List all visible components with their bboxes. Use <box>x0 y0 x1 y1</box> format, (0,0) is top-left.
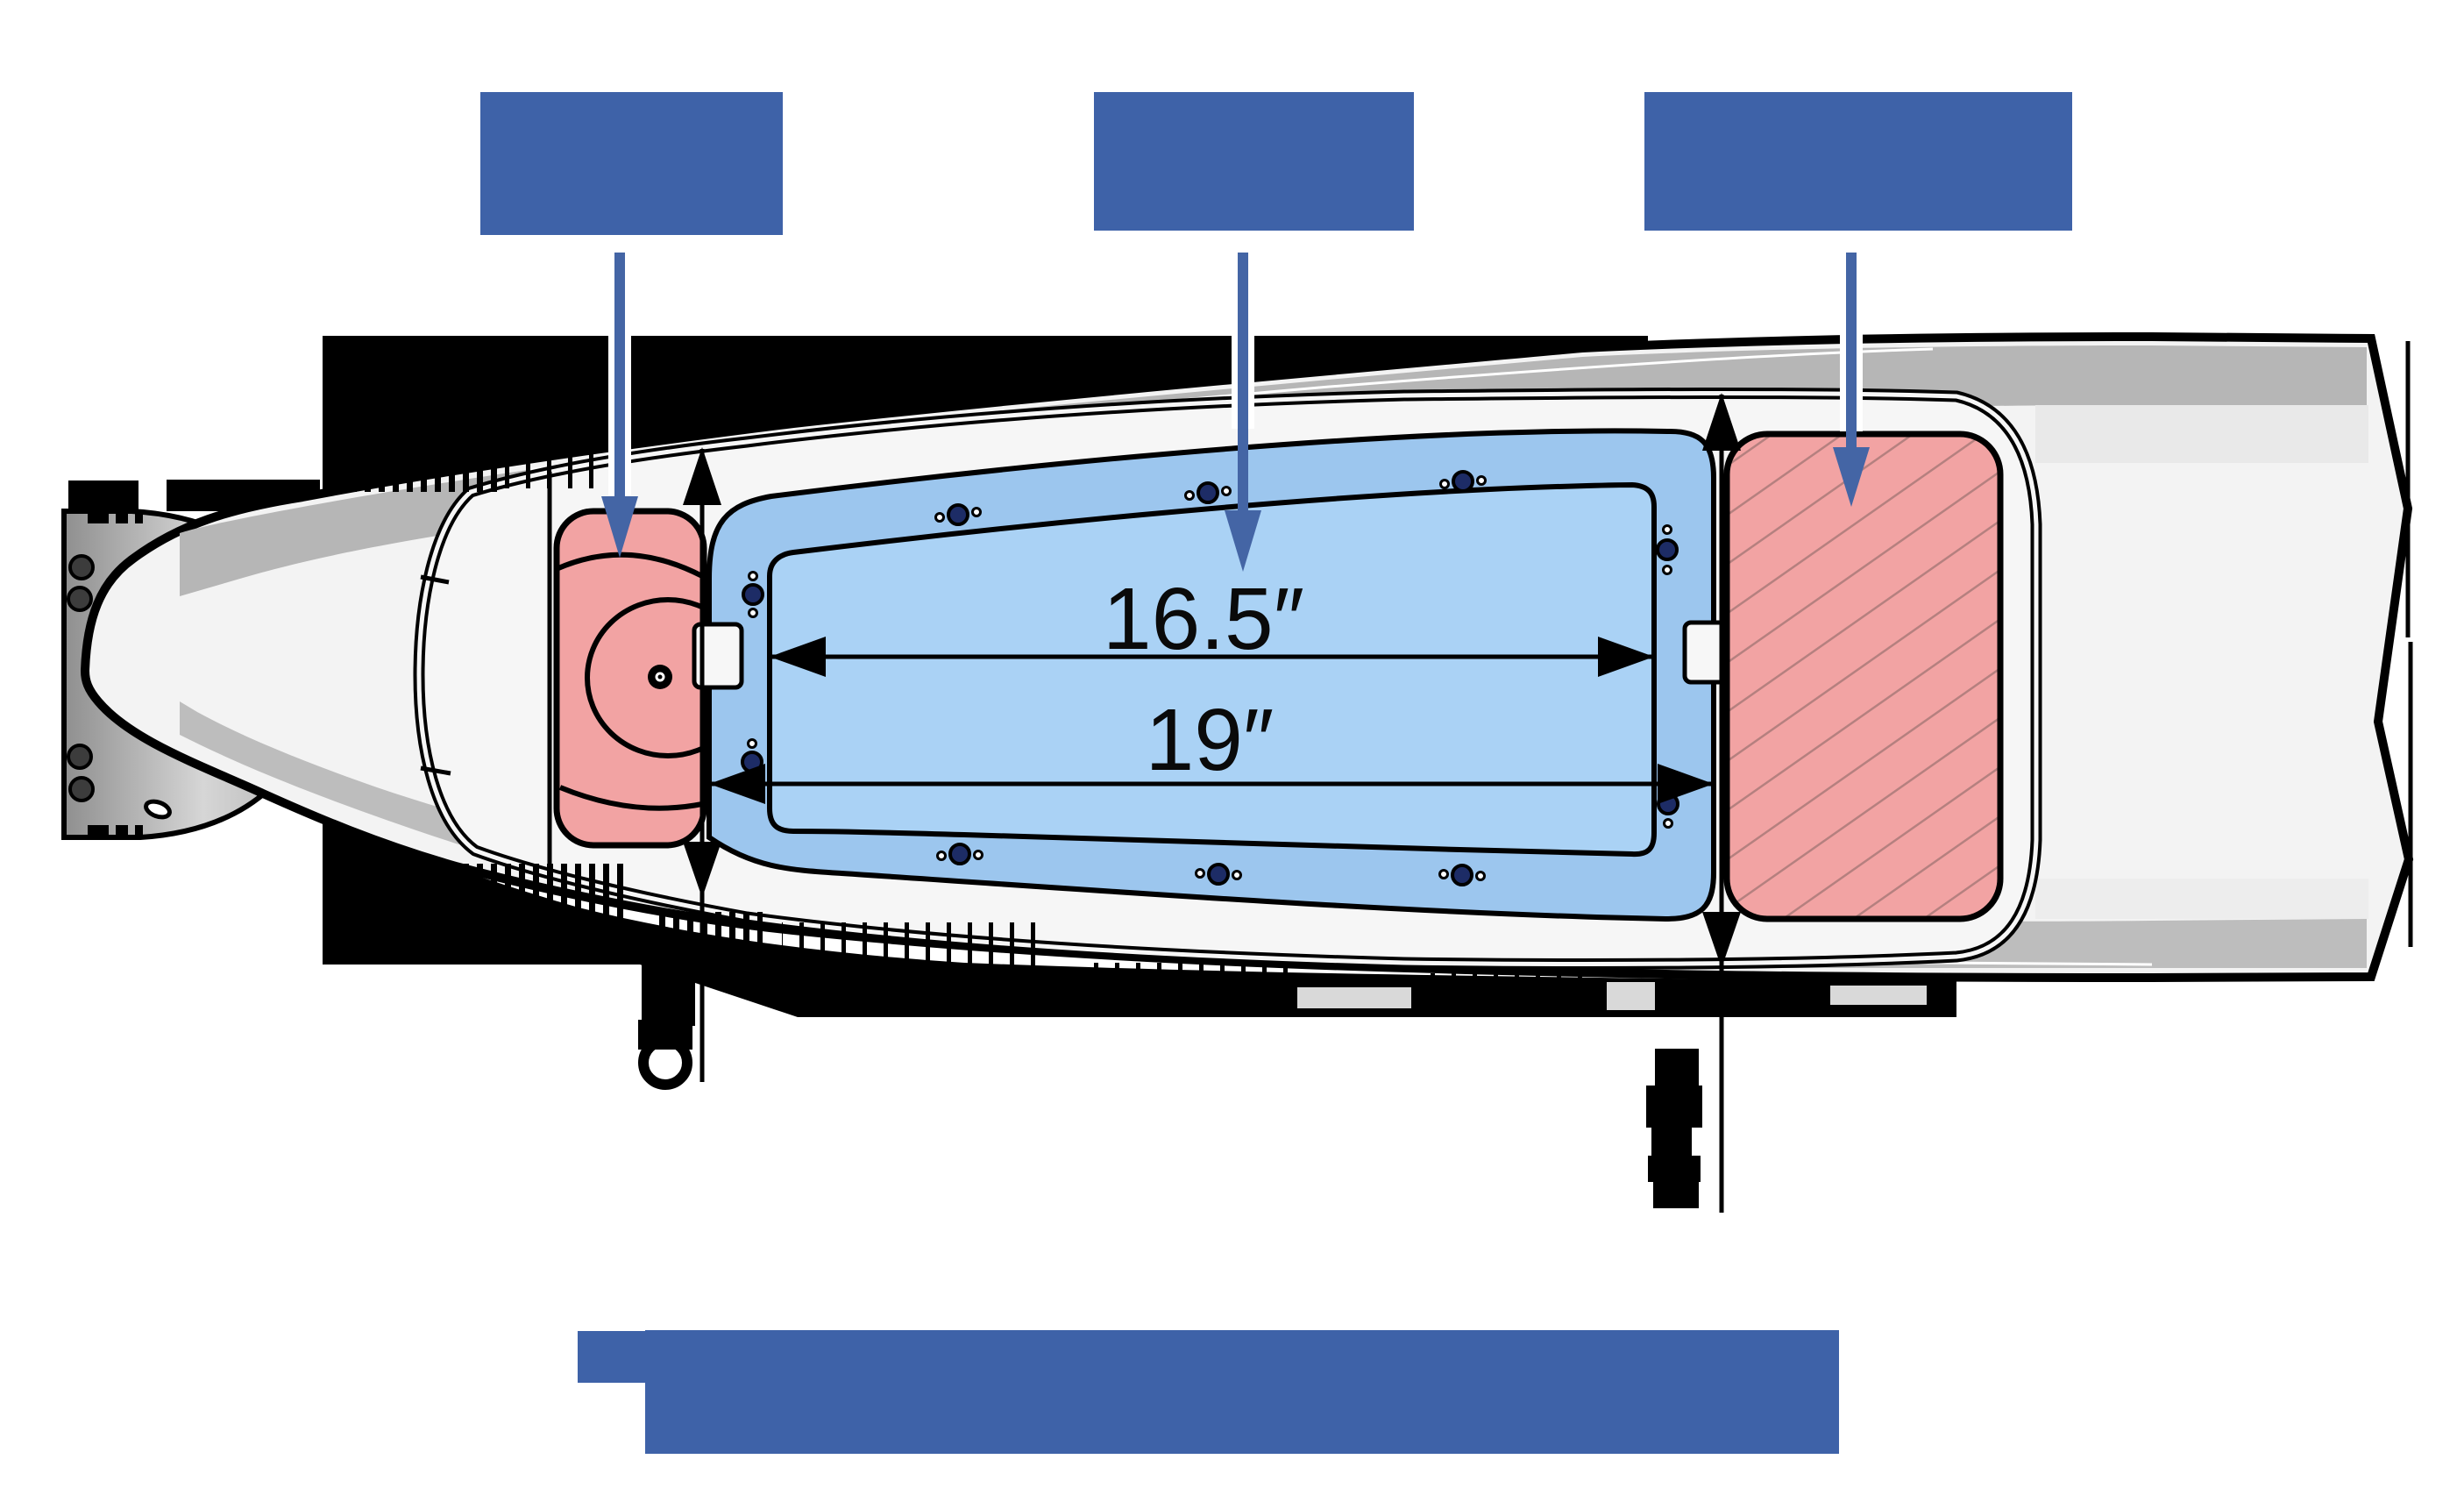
stripe-fringes <box>355 434 1927 1014</box>
callout-arrows <box>601 250 1870 572</box>
title-bar <box>578 1330 1839 1454</box>
hatch-opening <box>767 481 1657 858</box>
dimension-text-blob <box>1646 1049 1702 1208</box>
dimension-16-5-label: 16.5″ <box>1103 570 1304 668</box>
dimension-19-label: 19″ <box>1146 691 1275 789</box>
vertical-dimension-left <box>638 447 721 1090</box>
callout-box-3 <box>1644 92 2072 231</box>
arrowhead-right-icon <box>1598 637 1654 677</box>
arrowhead-down-icon <box>683 842 721 898</box>
break-line <box>2405 341 2413 947</box>
vertical-dimension-right <box>1646 393 1741 1213</box>
arrowhead-right-icon <box>1658 764 1714 804</box>
arrowhead-left-icon <box>770 637 826 677</box>
dimension-ring-glyph <box>638 1036 692 1090</box>
arrowhead-up-icon <box>1702 393 1741 451</box>
stern-hatch-area <box>1723 431 2004 922</box>
deck-light-step-bottom <box>2035 879 2368 919</box>
main-hatch-area <box>692 428 1729 922</box>
latch-notch-left <box>692 622 744 690</box>
arrowhead-left-icon <box>709 764 765 804</box>
dimension-16-5: 16.5″ <box>770 570 1654 677</box>
pad-oval-contour <box>585 597 704 758</box>
arrowhead-up-icon <box>683 447 721 505</box>
callout-boxes <box>480 92 2072 235</box>
callout-box-1 <box>480 92 783 235</box>
callout-arrow-3 <box>1833 253 1870 507</box>
callout-arrow-2 <box>1225 253 1261 572</box>
callout-arrow-1 <box>601 253 638 558</box>
arrowhead-down-icon <box>1702 912 1741 968</box>
deck-light-step-top <box>2035 405 2368 463</box>
screw-clusters <box>741 470 1679 886</box>
dimension-19: 19″ <box>709 691 1714 804</box>
plate-edge-slots <box>88 511 143 837</box>
rim-seam-ticks <box>420 574 451 776</box>
callout-box-2 <box>1094 92 1414 231</box>
